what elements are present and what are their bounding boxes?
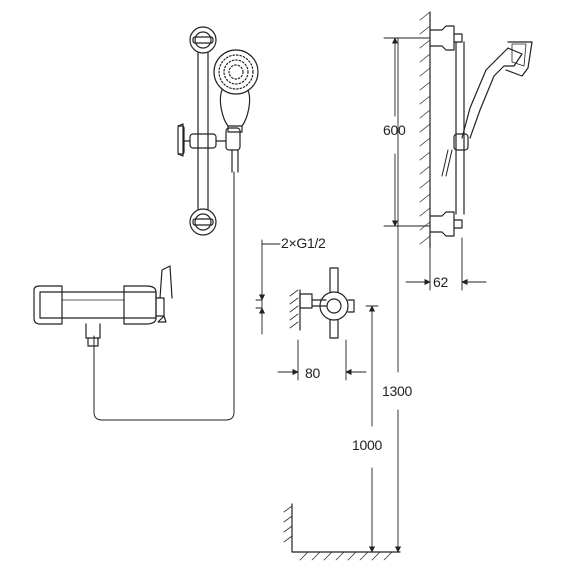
shower-hose bbox=[93, 171, 235, 421]
dim-62 bbox=[405, 237, 487, 291]
dim-600 bbox=[383, 37, 431, 227]
slide-rail-front-view bbox=[177, 26, 259, 236]
slide-rail-side-view bbox=[419, 11, 533, 249]
mixer-front-view bbox=[33, 265, 173, 347]
rail-tube bbox=[197, 52, 209, 210]
dim-1000 bbox=[365, 305, 379, 553]
dim-connection bbox=[255, 239, 281, 335]
rail-bottom-bracket bbox=[189, 208, 217, 236]
rail-length-label: 600 bbox=[383, 122, 406, 138]
inlet-spacing-label: 80 bbox=[305, 365, 320, 381]
wall-projection-label: 62 bbox=[433, 274, 448, 290]
rail-top-bracket bbox=[189, 26, 217, 54]
mixer-height-label: 1000 bbox=[352, 437, 382, 453]
hand-shower bbox=[213, 49, 259, 173]
floor bbox=[283, 503, 401, 561]
dim-80 bbox=[277, 339, 367, 381]
rail-slider bbox=[177, 123, 241, 157]
mixer-side-view bbox=[289, 267, 355, 339]
total-height-label: 1300 bbox=[382, 383, 412, 399]
connection-label: 2×G1/2 bbox=[281, 235, 326, 251]
